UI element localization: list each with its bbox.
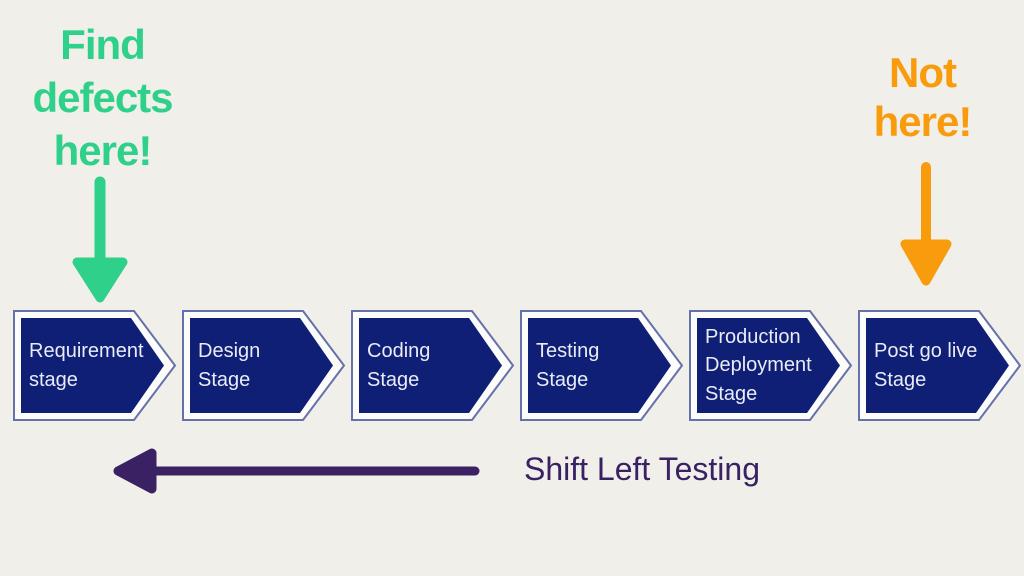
stage-coding: Coding Stage <box>350 308 519 423</box>
stage-design: Design Stage <box>181 308 350 423</box>
chevron-shape-icon <box>351 310 515 421</box>
stage-label: Testing Stage <box>536 340 600 391</box>
not-here-line: Not <box>889 49 957 96</box>
chevron-shape-icon <box>520 310 684 421</box>
chevron-shape-icon <box>13 310 177 421</box>
chevron-shape-icon <box>858 310 1022 421</box>
down-arrow-icon <box>72 176 128 303</box>
find-defects-line: Find <box>60 21 146 68</box>
left-arrow-icon <box>113 448 480 494</box>
stage-label: Design Stage <box>198 340 261 391</box>
chevron-shape-icon <box>182 310 346 421</box>
stage-post-go-live: Post go live Stage <box>857 308 1024 423</box>
chevron-shape-icon <box>689 310 853 421</box>
find-defects-label: Find defects here! <box>10 18 195 177</box>
stage-production-deployment: Production Deployment Stage <box>688 308 857 423</box>
stage-label: Production Deployment Stage <box>705 325 812 405</box>
down-arrow-icon <box>900 162 952 286</box>
stage-label: Coding Stage <box>367 340 431 391</box>
find-defects-line: defects <box>32 74 173 121</box>
find-defects-line: here! <box>53 127 153 174</box>
sdlc-stage-row: Requirement stage Design Stage Coding St… <box>0 308 1024 423</box>
stage-label: Post go live Stage <box>874 340 978 391</box>
not-here-line: here! <box>873 98 973 145</box>
stage-requirement: Requirement stage <box>12 308 181 423</box>
shift-left-testing-label: Shift Left Testing <box>524 451 760 487</box>
stage-label: Requirement stage <box>29 340 144 391</box>
not-here-label: Not here! <box>845 48 1000 146</box>
stage-testing: Testing Stage <box>519 308 688 423</box>
